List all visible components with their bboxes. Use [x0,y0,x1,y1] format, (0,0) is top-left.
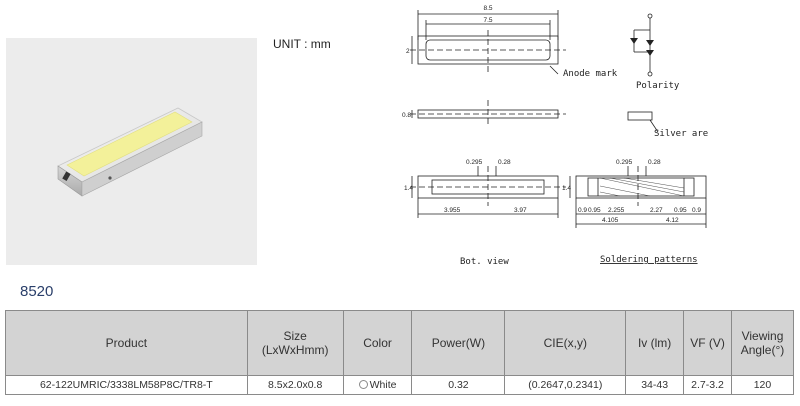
dim-solder-h: 0.95 [674,207,687,214]
dim-solder-i: 0.9 [692,207,701,214]
dim-bottom-d: 3.955 [444,207,461,214]
dim-solder-g: 2.27 [650,207,663,214]
dim-bottom-c: 1.4 [404,185,413,192]
bot-view-label: Bot. view [460,257,509,267]
product-photo [6,38,257,265]
dim-bottom-b: 0.28 [498,159,511,166]
anode-mark-label: Anode mark [563,69,618,79]
cell-vf: 2.7-3.2 [683,375,732,395]
dim-inner-length: 7.5 [483,17,492,24]
dim-solder-a: 0.295 [616,159,633,166]
dim-width: 2 [406,48,410,55]
unit-label: UNIT : mm [273,37,331,51]
dim-solder-d: 0.9 [578,207,587,214]
cell-color-label: White [369,379,397,391]
soldering-patterns-label: Soldering patterns [600,255,698,265]
model-code: 8520 [20,283,54,300]
silver-area-label: Silver area [654,129,708,139]
dim-solder-f: 2.255 [608,207,625,214]
dim-solder-b: 0.28 [648,159,661,166]
table-header-row: Product Size (LxWxHmm) Color Power(W) CI… [5,310,795,376]
dim-solder-j: 4.105 [602,217,619,224]
dim-solder-c: 1.4 [562,185,571,192]
dim-length: 8.5 [483,5,492,12]
dim-solder-k: 4.12 [666,217,679,224]
col-size: Size (LxWxHmm) [246,310,344,376]
cell-angle: 120 [730,375,795,395]
col-vf: VF (V) [683,310,732,376]
col-cie: CIE(x,y) [504,310,627,376]
dim-solder-e: 0.95 [588,207,601,214]
col-angle: Viewing Angle(°) [730,310,795,376]
cell-power: 0.32 [411,375,506,395]
led-phosphor [66,111,193,177]
cell-iv: 34-43 [625,375,685,395]
col-product: Product [5,310,248,376]
col-iv: Iv (lm) [625,310,685,376]
col-color: Color [342,310,413,376]
cell-color: White [342,375,413,395]
cell-cie: (0.2647,0.2341) [504,375,627,395]
table-row: 62-122UMRIC/3338LM58P8C/TR8-T 8.5x2.0x0.… [5,375,795,395]
color-swatch-icon [358,380,368,389]
cell-size: 8.5x2.0x0.8 [246,375,344,395]
spec-table: Product Size (LxWxHmm) Color Power(W) CI… [5,310,795,395]
dim-bottom-a: 0.295 [466,159,483,166]
col-power: Power(W) [411,310,506,376]
cell-product: 62-122UMRIC/3338LM58P8C/TR8-T [5,375,248,395]
dim-bottom-e: 3.97 [514,207,527,214]
polarity-label: Polarity [636,81,680,91]
dim-height: 0.8 [402,112,411,119]
dimension-drawing: 8.5 7.5 2 Anode mark Polarity 0.8 Silver… [402,5,708,267]
